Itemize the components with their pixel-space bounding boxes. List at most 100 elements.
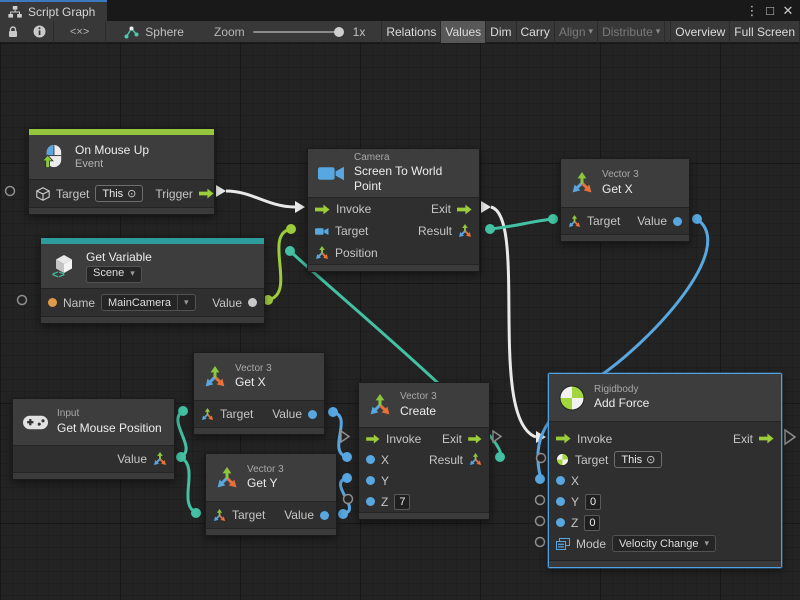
vector3-icon xyxy=(369,394,391,416)
tab-script-graph[interactable]: Script Graph xyxy=(0,0,108,21)
lock-icon xyxy=(7,25,19,38)
node-category: Vector 3 xyxy=(400,391,437,403)
toolbar-button-group: Relations Values Dim Carry Align▾ Distri… xyxy=(381,20,800,43)
node-on-mouse-up[interactable]: On Mouse Up Event Target This⊙ Trigger xyxy=(28,128,215,215)
enum-mode-icon xyxy=(556,537,570,550)
dim-button[interactable]: Dim xyxy=(486,20,517,43)
zoom-slider[interactable] xyxy=(252,26,344,37)
vector3-port-icon xyxy=(213,508,226,522)
node-screen-to-world-point[interactable]: Camera Screen To World Point Invoke Exit… xyxy=(307,148,480,272)
values-button[interactable]: Values xyxy=(441,20,487,43)
float-port-icon xyxy=(556,497,565,506)
align-dropdown[interactable]: Align▾ xyxy=(555,20,599,43)
node-footer xyxy=(206,528,336,535)
z-value-field[interactable]: 0 xyxy=(584,514,601,531)
port-row-value: Value xyxy=(13,446,174,472)
tab-bar: Script Graph ⋮ □ ✕ xyxy=(0,0,800,21)
variable-color-bar xyxy=(41,238,264,244)
chevron-down-icon: ▾ xyxy=(704,538,710,548)
mouse-up-icon xyxy=(39,144,66,171)
node-footer xyxy=(194,427,324,434)
float-port-icon xyxy=(366,476,375,485)
force-mode-dropdown[interactable]: Velocity Change▾ xyxy=(612,535,717,552)
node-vector3-get-x-top[interactable]: Vector 3 Get X Target Value xyxy=(560,158,690,242)
code-view-button[interactable]: <×> xyxy=(54,21,105,43)
node-category: Vector 3 xyxy=(235,362,272,374)
node-title: Get X xyxy=(235,375,266,390)
chevron-down-icon: ▾ xyxy=(655,26,661,36)
node-vector3-get-y[interactable]: Vector 3 Get Y Target Value xyxy=(205,453,337,536)
node-category: Vector 3 xyxy=(602,169,639,181)
port-row-target-value: Target Value xyxy=(194,401,324,427)
port-row-mode: Mode Velocity Change▾ xyxy=(549,533,781,554)
node-get-variable[interactable]: <> Get Variable Scene▾ Name MainCamera▾ … xyxy=(40,237,265,324)
vector3-icon xyxy=(571,172,593,194)
control-arrow-icon xyxy=(366,434,380,444)
node-title: Get Variable xyxy=(86,249,152,264)
close-button[interactable]: ✕ xyxy=(782,3,794,18)
target-self-button[interactable]: This⊙ xyxy=(95,185,144,202)
node-footer xyxy=(41,316,264,323)
port-row-invoke-exit: Invoke Exit xyxy=(308,198,479,220)
node-add-force[interactable]: Rigidbody Add Force Invoke Exit Target T… xyxy=(548,373,782,568)
port-row-target-result: Target Result xyxy=(308,220,479,242)
variable-scope-dropdown[interactable]: Scene▾ xyxy=(86,265,142,283)
port-row-x: X xyxy=(549,470,781,491)
rigidbody-small-icon xyxy=(556,453,569,466)
info-icon xyxy=(33,25,46,38)
more-menu-button[interactable]: ⋮ xyxy=(745,3,759,18)
variable-name-dropdown[interactable]: MainCamera▾ xyxy=(101,294,196,311)
cube-icon xyxy=(36,186,50,201)
maximize-button[interactable]: □ xyxy=(766,3,774,18)
inspect-button[interactable] xyxy=(26,21,53,43)
control-arrow-icon xyxy=(556,433,571,444)
zoom-slider-thumb[interactable] xyxy=(333,26,344,37)
vector3-port-icon xyxy=(153,452,167,466)
port-row-target-trigger: Target This⊙ Trigger xyxy=(29,180,214,207)
z-value-field[interactable]: 7 xyxy=(394,493,411,510)
lock-button[interactable] xyxy=(0,21,26,43)
node-vector3-get-x-mid[interactable]: Vector 3 Get X Target Value xyxy=(193,352,325,435)
vector3-port-icon xyxy=(458,224,472,238)
target-self-button[interactable]: This⊙ xyxy=(614,451,663,468)
full-screen-button[interactable]: Full Screen xyxy=(730,20,800,43)
node-subtitle: Event xyxy=(75,157,104,170)
y-value-field[interactable]: 0 xyxy=(585,493,602,510)
vector3-port-icon xyxy=(469,453,482,466)
node-header: Vector 3 Get Y xyxy=(206,454,336,501)
graph-pointer-icon xyxy=(124,25,139,39)
node-title: Get Mouse Position xyxy=(57,420,162,435)
port-row-x-result: X Result xyxy=(359,449,489,470)
node-category: Camera xyxy=(354,151,390,163)
graph-toolbar: <×> Sphere Zoom 1x Relations Values Dim … xyxy=(0,20,800,43)
port-row-target-value: Target Value xyxy=(561,208,689,234)
zoom-value: 1x xyxy=(352,24,366,39)
relations-button[interactable]: Relations xyxy=(382,20,442,43)
overview-button[interactable]: Overview xyxy=(670,20,731,43)
graph-name-label: Sphere xyxy=(145,24,184,39)
port-row-target: Target This⊙ xyxy=(549,449,781,470)
node-header: Rigidbody Add Force xyxy=(549,374,781,421)
self-target-icon: ⊙ xyxy=(646,454,656,466)
node-footer xyxy=(13,472,174,479)
node-title: Screen To World Point xyxy=(354,164,443,194)
node-title: On Mouse Up xyxy=(75,142,150,157)
code-icon: <×> xyxy=(70,25,90,38)
node-title: Add Force xyxy=(594,396,650,411)
gamepad-icon xyxy=(23,415,48,430)
float-port-icon xyxy=(556,476,565,485)
event-color-bar xyxy=(29,129,214,135)
port-row-z: Z 0 xyxy=(549,512,781,533)
svg-text:<>: <> xyxy=(52,269,65,279)
camera-small-icon xyxy=(315,227,329,236)
node-header: <> Get Variable Scene▾ xyxy=(41,244,264,288)
port-row-invoke-exit: Invoke Exit xyxy=(359,428,489,449)
node-footer xyxy=(359,512,489,519)
carry-button[interactable]: Carry xyxy=(517,20,555,43)
vector3-icon xyxy=(204,365,226,388)
node-title: Get X xyxy=(602,181,633,196)
node-get-mouse-position[interactable]: Input Get Mouse Position Value xyxy=(12,398,175,480)
node-vector3-create[interactable]: Vector 3 Create Invoke Exit X Result xyxy=(358,382,490,520)
distribute-dropdown[interactable]: Distribute▾ xyxy=(598,20,666,43)
